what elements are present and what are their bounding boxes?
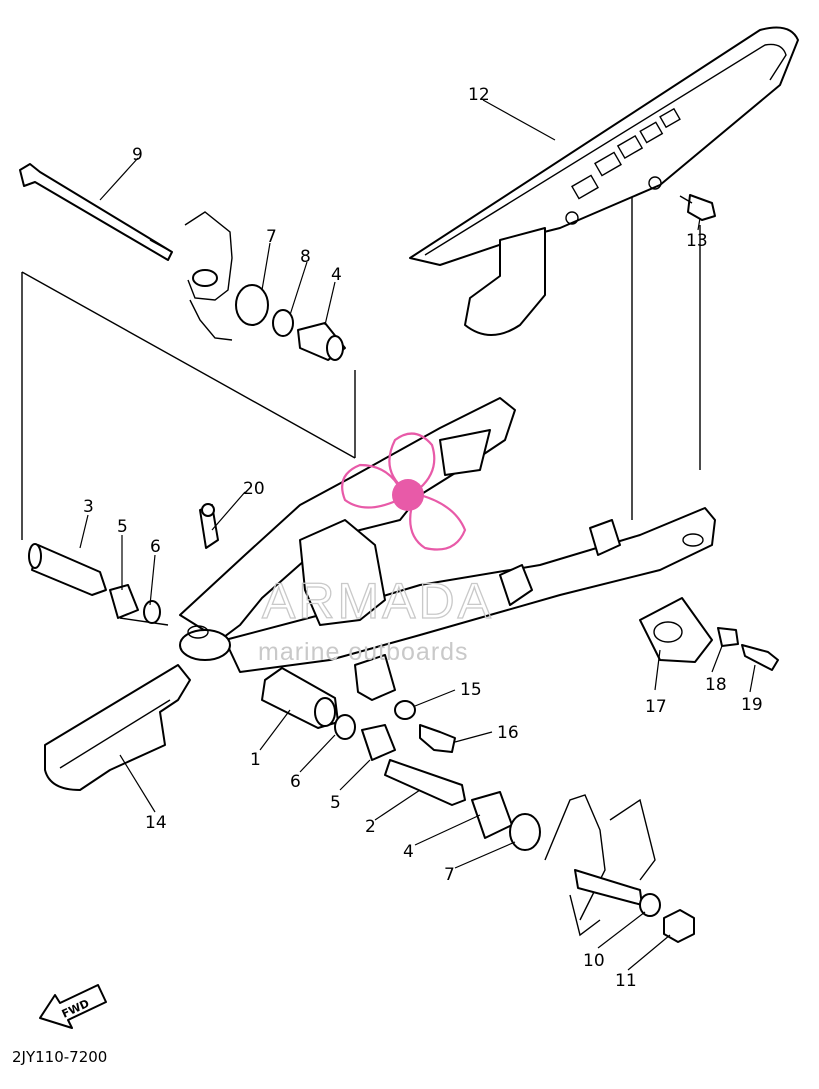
callout-11: 11 xyxy=(615,971,637,991)
chain-puller-plate xyxy=(639,597,713,663)
bolt-13 xyxy=(679,194,716,221)
leader-lines xyxy=(79,99,756,971)
bolt-19 xyxy=(741,644,779,671)
callout-9: 9 xyxy=(132,145,143,165)
washer-15 xyxy=(394,700,416,720)
lower-collars xyxy=(471,791,541,851)
callout-6-lower: 6 xyxy=(290,772,301,792)
swingarm xyxy=(179,397,716,701)
callout-3: 3 xyxy=(83,497,94,517)
pivot-tube-1 xyxy=(261,667,339,729)
assembly-guide-lines xyxy=(21,185,701,626)
callout-8: 8 xyxy=(300,247,311,267)
callout-20: 20 xyxy=(243,479,265,499)
pivot-shaft xyxy=(19,163,173,261)
callout-2: 2 xyxy=(365,817,376,837)
spacer-tube-3 xyxy=(28,543,107,596)
watermark: ARMADA marine outboards xyxy=(258,432,494,666)
fwd-arrow-icon: FWD xyxy=(39,984,107,1029)
callout-numbers: 9 7 8 4 12 13 20 3 5 6 15 16 1 6 5 2 4 7… xyxy=(83,85,763,991)
chain-guard xyxy=(409,26,799,336)
callout-6: 6 xyxy=(150,537,161,557)
callout-16: 16 xyxy=(497,723,519,743)
callout-13: 13 xyxy=(686,231,708,251)
callout-4-lower: 4 xyxy=(403,842,414,862)
callout-15: 15 xyxy=(460,680,482,700)
propeller-logo-icon xyxy=(341,432,467,551)
callout-5: 5 xyxy=(117,517,128,537)
chain-slider xyxy=(44,664,191,791)
callout-7-lower: 7 xyxy=(444,865,455,885)
callout-7: 7 xyxy=(266,227,277,247)
spacer-tube-2 xyxy=(384,759,466,806)
propeller-hub-icon xyxy=(392,479,424,511)
upper-bushings xyxy=(235,284,346,361)
callout-17: 17 xyxy=(645,697,667,717)
diagram-code: 2JY110-7200 xyxy=(12,1048,107,1066)
bolt-18 xyxy=(717,627,739,647)
bolt-16 xyxy=(419,724,456,753)
callout-19: 19 xyxy=(741,695,763,715)
nut-11 xyxy=(663,909,695,943)
callout-14: 14 xyxy=(145,813,167,833)
callout-1: 1 xyxy=(250,750,261,770)
lower-bushings-a xyxy=(334,714,396,761)
callout-10: 10 xyxy=(583,951,605,971)
callout-12: 12 xyxy=(468,85,490,105)
washer-10 xyxy=(639,893,661,917)
left-bushings xyxy=(109,584,161,624)
frame-bracket-lower xyxy=(544,794,656,937)
callout-4: 4 xyxy=(331,265,342,285)
watermark-subtitle: marine outboards xyxy=(258,638,469,666)
frame-bracket-top xyxy=(184,211,233,341)
callout-5-lower: 5 xyxy=(330,793,341,813)
callout-18: 18 xyxy=(705,675,727,695)
grease-nipple xyxy=(199,503,219,549)
watermark-title: ARMADA xyxy=(262,573,494,629)
